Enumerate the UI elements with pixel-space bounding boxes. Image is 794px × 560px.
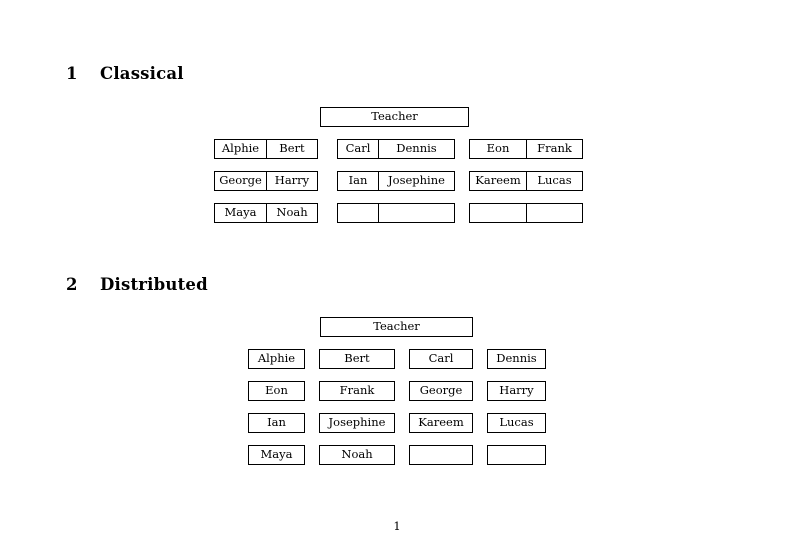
table-row: Maya Noah: [214, 203, 318, 223]
student-cell: Maya: [248, 445, 305, 465]
classical-group-a-row-1: Alphie Bert: [214, 139, 318, 159]
distributed-box-r4c2: Noah: [319, 445, 395, 465]
classical-group-b-row-3: [337, 203, 455, 223]
section-number: 1: [66, 64, 78, 83]
table-row: Maya: [248, 445, 305, 465]
classical-group-b-row-1: Carl Dennis: [337, 139, 455, 159]
student-cell: Ian: [337, 171, 379, 191]
student-cell: George: [214, 171, 267, 191]
table-row: Teacher: [320, 317, 473, 337]
teacher-box-distributed: Teacher: [320, 317, 473, 337]
student-cell: Noah: [319, 445, 395, 465]
distributed-box-r1c1: Alphie: [248, 349, 305, 369]
classical-group-a-row-2: George Harry: [214, 171, 318, 191]
distributed-box-r4c4: [487, 445, 546, 465]
student-cell: Lucas: [487, 413, 546, 433]
distributed-box-r3c2: Josephine: [319, 413, 395, 433]
table-row: Bert: [319, 349, 395, 369]
teacher-cell: Teacher: [320, 317, 473, 337]
student-cell-empty: [337, 203, 379, 223]
student-cell: Carl: [409, 349, 473, 369]
table-row: [469, 203, 583, 223]
distributed-box-r2c3: George: [409, 381, 473, 401]
page-number: 1: [393, 519, 401, 533]
student-cell-empty: [378, 203, 455, 223]
table-row: Carl Dennis: [337, 139, 455, 159]
student-cell: Josephine: [319, 413, 395, 433]
table-row: George: [409, 381, 473, 401]
section-title: Classical: [100, 64, 184, 83]
student-cell: Bert: [266, 139, 318, 159]
distributed-box-r3c4: Lucas: [487, 413, 546, 433]
student-cell: Kareem: [469, 171, 527, 191]
table-row: [487, 445, 546, 465]
distributed-box-r4c1: Maya: [248, 445, 305, 465]
student-cell: Noah: [266, 203, 318, 223]
student-cell: Lucas: [526, 171, 583, 191]
student-cell: Bert: [319, 349, 395, 369]
table-row: Harry: [487, 381, 546, 401]
table-row: Noah: [319, 445, 395, 465]
distributed-box-r2c2: Frank: [319, 381, 395, 401]
teacher-box-classical: Teacher: [320, 107, 469, 127]
classical-group-c-row-1: Eon Frank: [469, 139, 583, 159]
student-cell: Dennis: [378, 139, 455, 159]
student-cell-empty: [409, 445, 473, 465]
distributed-box-r1c3: Carl: [409, 349, 473, 369]
table-row: Frank: [319, 381, 395, 401]
section-number: 2: [66, 275, 78, 294]
teacher-cell: Teacher: [320, 107, 469, 127]
student-cell: Maya: [214, 203, 267, 223]
student-cell: Harry: [266, 171, 318, 191]
table-row: [337, 203, 455, 223]
distributed-box-r3c3: Kareem: [409, 413, 473, 433]
distributed-box-r4c3: [409, 445, 473, 465]
table-row: Ian Josephine: [337, 171, 455, 191]
table-row: Carl: [409, 349, 473, 369]
table-row: Kareem Lucas: [469, 171, 583, 191]
student-cell: Ian: [248, 413, 305, 433]
classical-group-a-row-3: Maya Noah: [214, 203, 318, 223]
student-cell: Eon: [248, 381, 305, 401]
classical-group-c-row-2: Kareem Lucas: [469, 171, 583, 191]
distributed-box-r1c4: Dennis: [487, 349, 546, 369]
distributed-box-r1c2: Bert: [319, 349, 395, 369]
table-row: Ian: [248, 413, 305, 433]
student-cell: Dennis: [487, 349, 546, 369]
distributed-box-r2c4: Harry: [487, 381, 546, 401]
table-row: Eon Frank: [469, 139, 583, 159]
student-cell-empty: [526, 203, 583, 223]
student-cell: Alphie: [214, 139, 267, 159]
classical-group-b-row-2: Ian Josephine: [337, 171, 455, 191]
section-heading-distributed: 2 Distributed: [66, 275, 208, 294]
table-row: George Harry: [214, 171, 318, 191]
table-row: Lucas: [487, 413, 546, 433]
student-cell: Harry: [487, 381, 546, 401]
classical-group-c-row-3: [469, 203, 583, 223]
table-row: Teacher: [320, 107, 469, 127]
table-row: Kareem: [409, 413, 473, 433]
section-title: Distributed: [100, 275, 208, 294]
distributed-box-r2c1: Eon: [248, 381, 305, 401]
table-row: [409, 445, 473, 465]
section-heading-classical: 1 Classical: [66, 64, 184, 83]
student-cell: George: [409, 381, 473, 401]
student-cell: Kareem: [409, 413, 473, 433]
table-row: Alphie: [248, 349, 305, 369]
student-cell-empty: [487, 445, 546, 465]
student-cell: Alphie: [248, 349, 305, 369]
table-row: Josephine: [319, 413, 395, 433]
student-cell-empty: [469, 203, 527, 223]
distributed-box-r3c1: Ian: [248, 413, 305, 433]
table-row: Dennis: [487, 349, 546, 369]
table-row: Alphie Bert: [214, 139, 318, 159]
student-cell: Josephine: [378, 171, 455, 191]
table-row: Eon: [248, 381, 305, 401]
student-cell: Frank: [319, 381, 395, 401]
student-cell: Frank: [526, 139, 583, 159]
student-cell: Carl: [337, 139, 379, 159]
student-cell: Eon: [469, 139, 527, 159]
